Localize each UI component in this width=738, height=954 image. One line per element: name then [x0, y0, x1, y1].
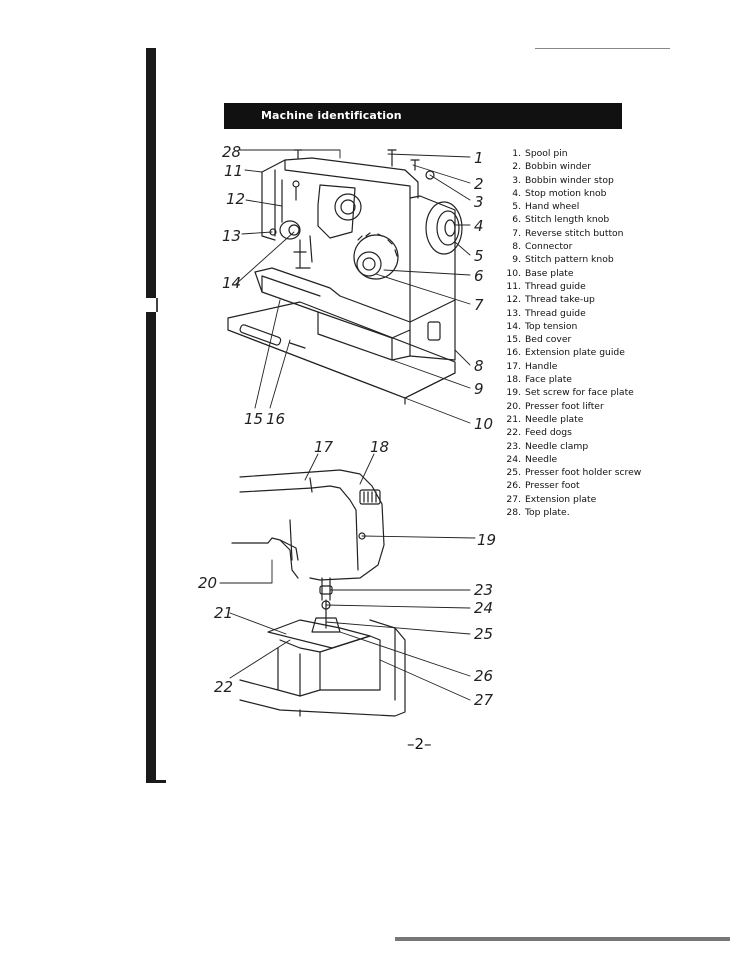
callout-26: 26 — [474, 667, 493, 685]
list-item: 11.Thread guide — [506, 280, 586, 292]
callouts-bottom: 17 18 19 20 23 24 21 25 26 22 27 — [198, 438, 496, 709]
section-header: Machine identification — [224, 103, 622, 129]
callout-7: 7 — [474, 296, 484, 314]
bottom-rule — [395, 937, 730, 941]
list-item: 28.Top plate. — [506, 507, 570, 519]
parts-list: 1.Spool pin 2.Bobbin winder 3.Bobbin win… — [503, 147, 641, 519]
machine-drawing — [227, 149, 463, 405]
callout-10: 10 — [474, 415, 493, 433]
callout-28: 28 — [222, 143, 241, 161]
leader-lines-top — [235, 149, 471, 424]
list-item: 16.Extension plate guide — [506, 347, 625, 359]
list-item: 27.Extension plate — [506, 493, 597, 505]
callout-16: 16 — [266, 410, 285, 428]
callout-3: 3 — [474, 193, 484, 211]
section-title: Machine identification — [261, 109, 402, 122]
list-item: 17.Handle — [506, 360, 558, 372]
list-item: 20.Presser foot lifter — [506, 400, 604, 412]
callout-21: 21 — [214, 604, 233, 622]
list-item: 2.Bobbin winder — [512, 161, 592, 173]
needle-area-drawing — [231, 469, 406, 717]
list-item: 10.Base plate — [506, 267, 574, 279]
list-item: 19.Set screw for face plate — [506, 387, 634, 399]
list-item: 18.Face plate — [506, 374, 572, 386]
list-item: 7.Reverse stitch button — [512, 227, 624, 239]
binding-edge-top — [146, 48, 156, 298]
page-number: –2– — [407, 735, 432, 753]
list-item: 13.Thread guide — [506, 307, 586, 319]
list-item: 12.Thread take-up — [506, 294, 595, 306]
callout-19: 19 — [477, 531, 496, 549]
callouts-top: 28 1 11 2 12 3 4 13 5 14 6 7 8 9 10 15 1… — [222, 143, 493, 433]
callout-11: 11 — [224, 162, 243, 180]
list-item: 26.Presser foot — [506, 480, 580, 492]
list-item: 1.Spool pin — [512, 148, 568, 159]
top-rule — [535, 48, 670, 49]
list-item: 4.Stop motion knob — [512, 187, 607, 199]
callout-5: 5 — [474, 247, 484, 265]
list-item: 8.Connector — [512, 241, 573, 253]
callout-24: 24 — [474, 599, 493, 617]
callout-4: 4 — [474, 217, 484, 235]
list-item: 15.Bed cover — [506, 334, 572, 346]
callout-2: 2 — [474, 175, 484, 193]
callout-18: 18 — [370, 438, 389, 456]
callout-1: 1 — [474, 149, 484, 167]
callout-6: 6 — [474, 267, 484, 285]
list-item: 5.Hand wheel — [512, 201, 580, 213]
binding-edge-bottom — [146, 312, 156, 782]
callout-15: 15 — [244, 410, 263, 428]
callout-20: 20 — [198, 574, 217, 592]
list-item: 25.Presser foot holder screw — [506, 467, 642, 479]
callout-14: 14 — [222, 274, 241, 292]
binding-corner — [146, 780, 166, 783]
list-item: 21.Needle plate — [506, 413, 584, 425]
callout-9: 9 — [474, 380, 484, 398]
leader-lines-bottom — [219, 453, 476, 701]
list-item: 9.Stitch pattern knob — [512, 254, 614, 266]
list-item: 22.Feed dogs — [506, 427, 572, 439]
callout-27: 27 — [474, 691, 494, 709]
callout-25: 25 — [474, 625, 493, 643]
callout-8: 8 — [474, 357, 484, 375]
callout-22: 22 — [214, 678, 233, 696]
list-item: 24.Needle — [506, 453, 558, 465]
callout-13: 13 — [222, 227, 241, 245]
list-item: 3.Bobbin winder stop — [512, 174, 614, 186]
callout-12: 12 — [226, 190, 245, 208]
binding-gap — [156, 298, 158, 312]
list-item: 6.Stitch length knob — [512, 214, 610, 226]
list-item: 14.Top tension — [506, 320, 578, 332]
callout-23: 23 — [474, 581, 493, 599]
callout-17: 17 — [314, 438, 334, 456]
list-item: 23.Needle clamp — [506, 440, 589, 452]
